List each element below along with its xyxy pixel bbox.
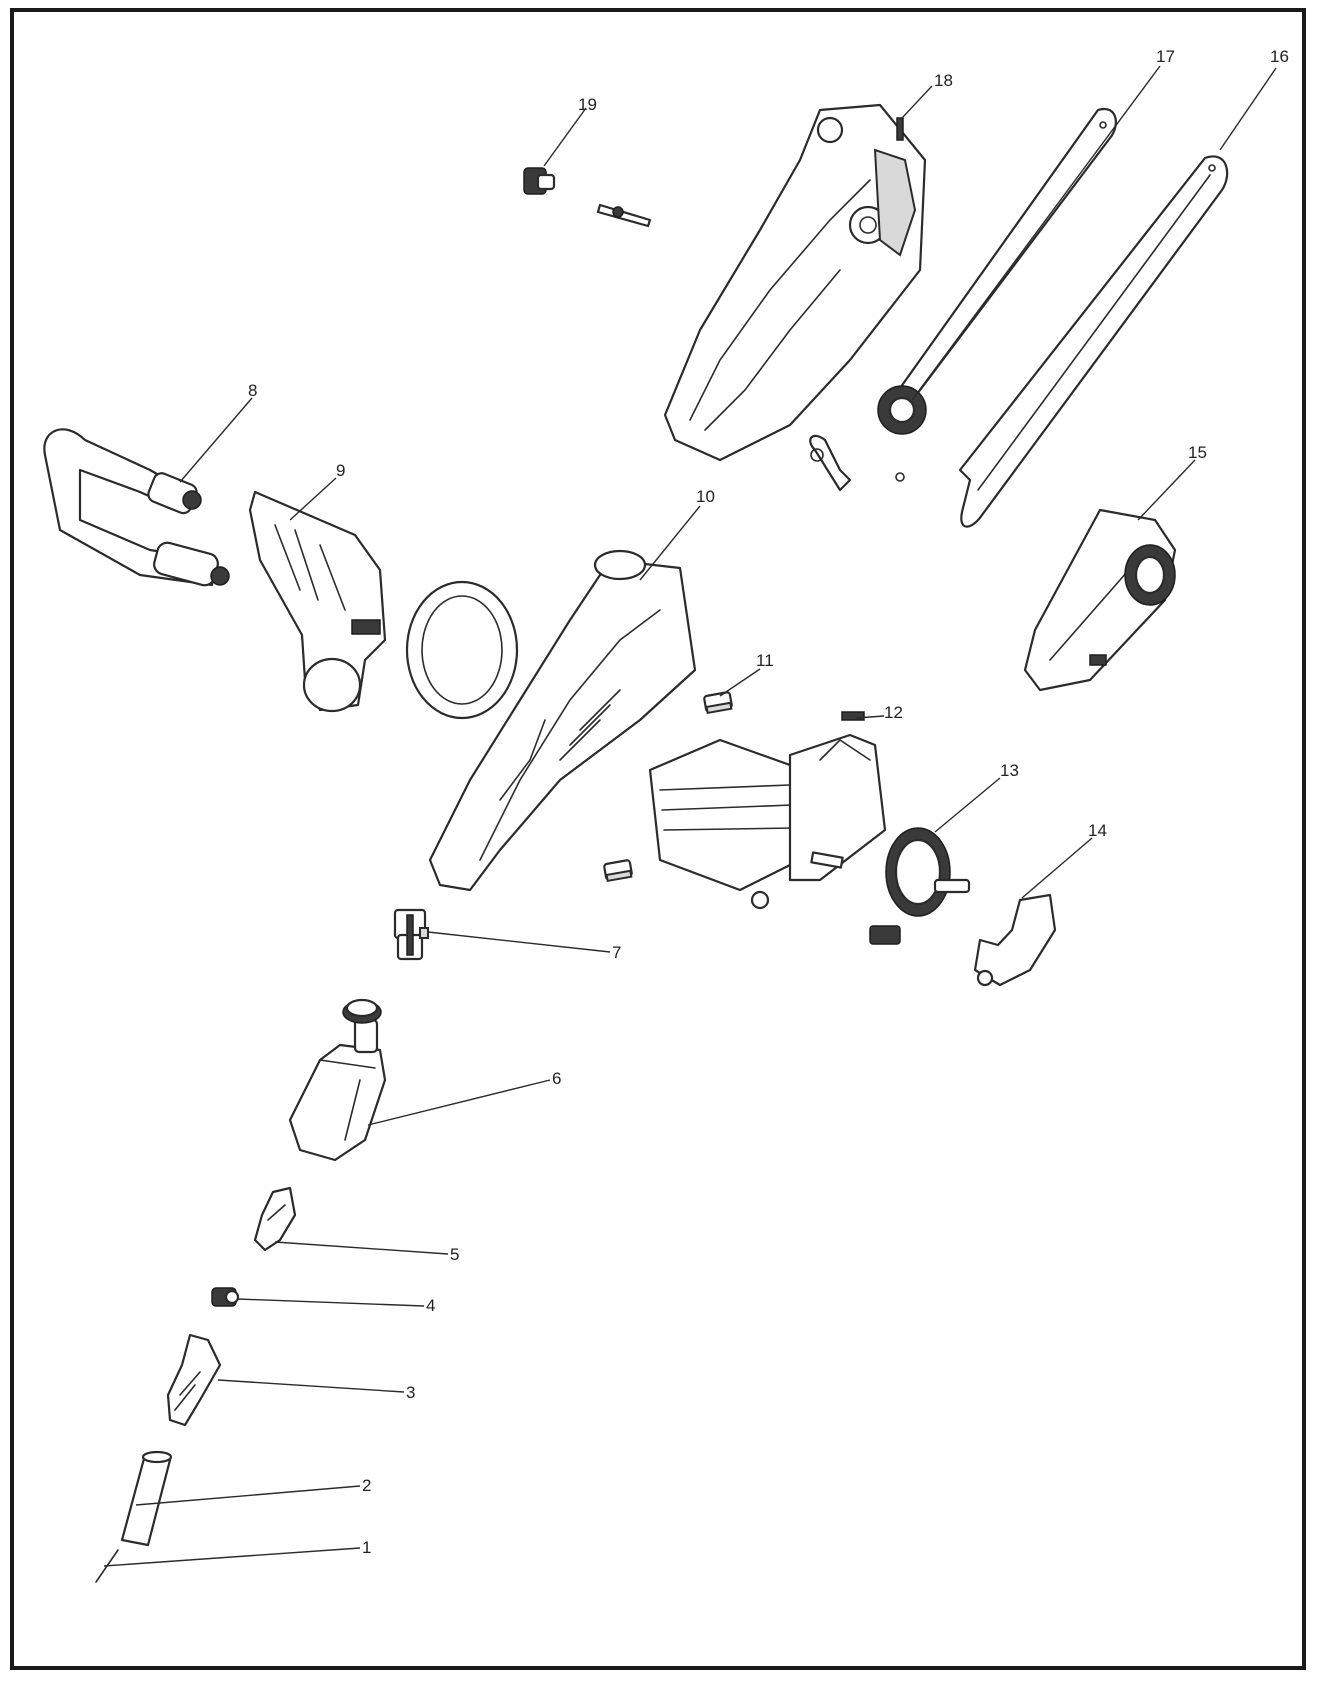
callout-16: 16 bbox=[1270, 47, 1289, 66]
sprocket bbox=[809, 385, 927, 492]
callout-5: 5 bbox=[450, 1245, 459, 1264]
part-16-guide-bar bbox=[958, 155, 1229, 528]
part-5-lock-lever bbox=[253, 1186, 297, 1252]
callout-2: 2 bbox=[362, 1476, 371, 1495]
part-12-motor bbox=[648, 711, 887, 910]
part-10-main-housing bbox=[405, 549, 697, 892]
callout-12: 12 bbox=[884, 703, 903, 722]
callout-13: 13 bbox=[1000, 761, 1019, 780]
callouts: 1 2 3 4 5 6 7 8 9 10 11 12 13 14 15 16 1… bbox=[248, 47, 1289, 1557]
part-4-knob bbox=[211, 1287, 240, 1307]
part-9-hand-guard bbox=[248, 490, 387, 713]
callout-18: 18 bbox=[934, 71, 953, 90]
callout-11: 11 bbox=[756, 651, 774, 670]
callout-10: 10 bbox=[696, 487, 715, 506]
callout-3: 3 bbox=[406, 1383, 415, 1402]
part-13-drive-gear bbox=[869, 827, 971, 945]
part-7-switch bbox=[393, 908, 429, 961]
callout-9: 9 bbox=[336, 461, 345, 480]
callout-1: 1 bbox=[362, 1538, 371, 1557]
part-11-carbon-brush bbox=[603, 691, 733, 883]
part-8-front-handle bbox=[43, 428, 230, 587]
callout-17: 17 bbox=[1156, 47, 1175, 66]
part-14-bracket bbox=[973, 893, 1057, 987]
part-15-sprocket-cover bbox=[1023, 508, 1177, 692]
callout-15: 15 bbox=[1188, 443, 1207, 462]
callout-19: 19 bbox=[578, 95, 597, 114]
part-2-sleeve bbox=[120, 1450, 173, 1547]
callout-8: 8 bbox=[248, 381, 257, 400]
callout-4: 4 bbox=[426, 1296, 435, 1315]
callout-7: 7 bbox=[612, 943, 621, 962]
part-18-upper-housing bbox=[663, 103, 927, 462]
part-3-trigger bbox=[166, 1333, 222, 1427]
part-19-adjuster bbox=[523, 167, 652, 228]
callout-6: 6 bbox=[552, 1069, 561, 1088]
callout-14: 14 bbox=[1088, 821, 1107, 840]
leader-lines bbox=[103, 65, 1277, 1567]
part-6-oil-tank bbox=[288, 998, 387, 1162]
